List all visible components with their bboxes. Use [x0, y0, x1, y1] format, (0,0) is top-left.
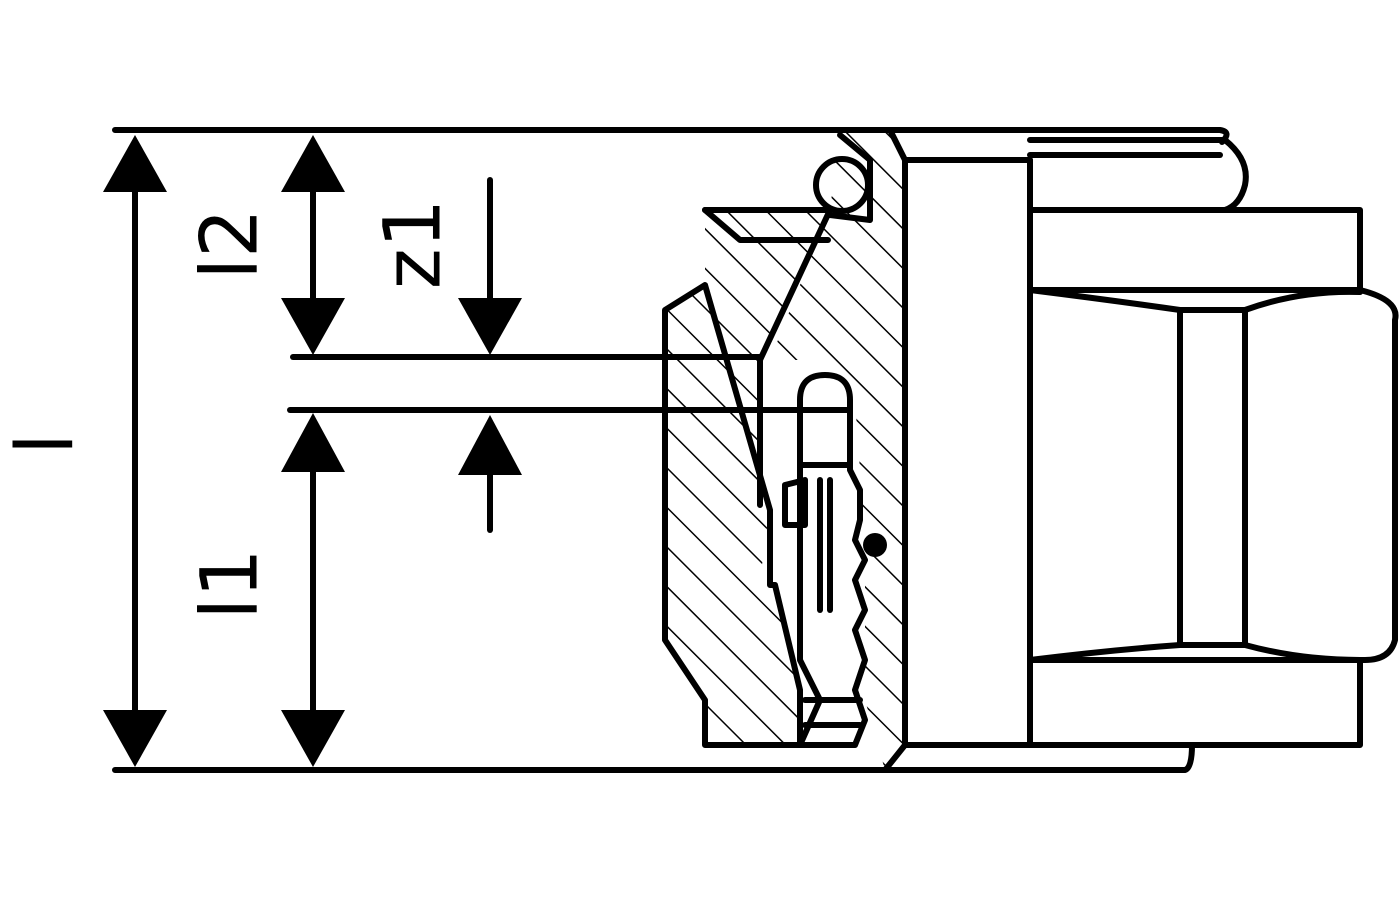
dimension-label-z1: z1: [368, 198, 459, 290]
dimension-label-l2: l2: [185, 208, 276, 280]
hex-nut: [1027, 207, 1399, 748]
arrow-down-icon: [281, 710, 345, 767]
flange: [902, 137, 1249, 748]
dimension-l1: [281, 413, 345, 767]
arrow-up-icon: [281, 135, 345, 192]
dimension-z1: [458, 177, 522, 533]
dimension-label-l: l: [0, 433, 91, 455]
arrow-down-icon: [103, 710, 167, 767]
fitting-body: [662, 127, 908, 773]
arrow-down-icon: [281, 298, 345, 355]
arrow-down-icon: [458, 298, 522, 355]
dimension-l2: [281, 135, 345, 355]
dimension-l: [103, 135, 167, 767]
arrow-up-icon: [281, 413, 345, 472]
arrow-up-icon: [103, 135, 167, 192]
dimension-label-l1: l1: [185, 548, 276, 620]
arrow-up-icon: [458, 415, 522, 475]
